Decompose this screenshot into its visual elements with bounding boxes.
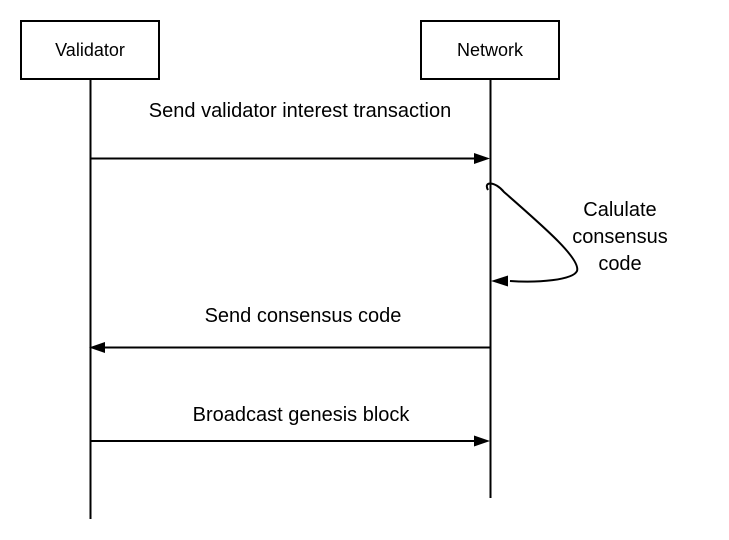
message-1-label: Send validator interest transaction [148, 100, 452, 122]
message-1-arrowhead-right-icon [474, 153, 490, 164]
self-loop-label-line-3: code [598, 253, 642, 275]
message-2-label: Send consensus code [204, 305, 402, 327]
self-loop-curve [485, 182, 579, 283]
actor-network-label: Network [456, 39, 523, 60]
actor-box-validator: Validator [20, 20, 160, 80]
message-3-arrow [91, 435, 490, 447]
self-loop-label: Calulate consensus code [572, 197, 668, 278]
message-3-label: Broadcast genesis block [192, 404, 410, 426]
message-2-arrow [89, 342, 490, 353]
message-1-arrow [91, 153, 490, 164]
actor-validator-label: Validator [55, 39, 125, 60]
self-loop-arrow [485, 182, 579, 287]
message-3-arrowhead-right-icon [474, 435, 490, 447]
self-loop-label-line-1: Calulate [583, 199, 657, 221]
self-loop-label-line-2: consensus [572, 226, 668, 248]
self-loop-arrowhead-left-icon [491, 275, 508, 287]
message-2-arrowhead-left-icon [89, 342, 105, 353]
actor-box-network: Network [420, 20, 560, 80]
